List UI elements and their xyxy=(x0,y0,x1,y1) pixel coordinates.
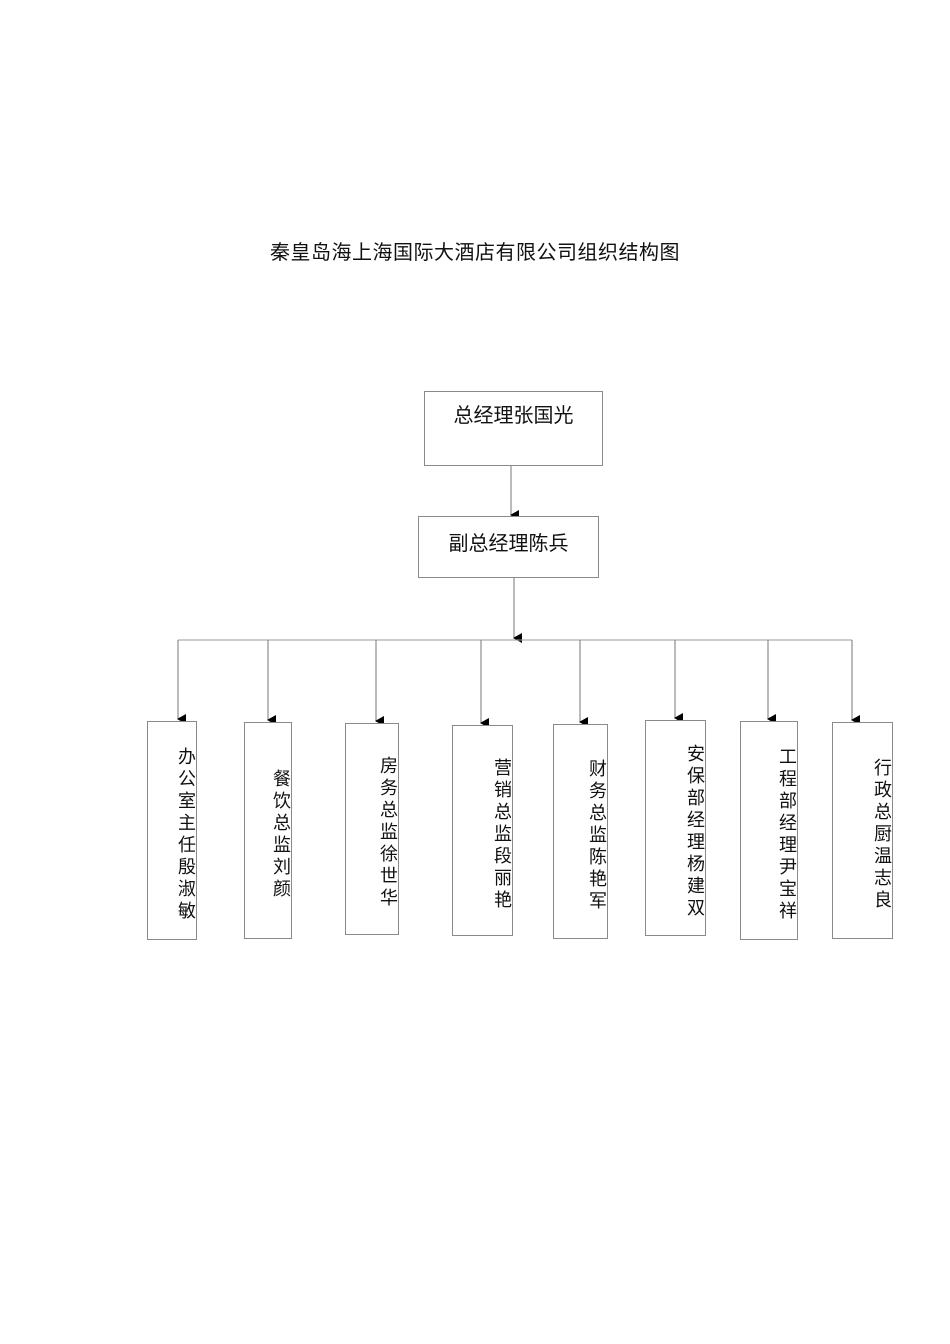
dept-box-finance: 财务总监陈艳军 xyxy=(553,724,608,939)
dept-box-rooms: 房务总监徐世华 xyxy=(345,723,399,935)
dept-label-kitchen: 行政总厨温志良 xyxy=(871,757,892,912)
deputy-gm-label: 副总经理陈兵 xyxy=(448,531,569,555)
dept-label-office: 办公室主任殷淑敏 xyxy=(175,746,196,923)
dept-box-engineering: 工程部经理尹宝祥 xyxy=(740,721,798,940)
gm-label: 总经理张国光 xyxy=(453,403,574,427)
dept-box-office: 办公室主任殷淑敏 xyxy=(147,721,197,940)
dept-label-security: 安保部经理杨建双 xyxy=(684,744,705,920)
chart-title: 秦皇岛海上海国际大酒店有限公司组织结构图 xyxy=(270,240,680,264)
dept-box-catering: 餐饮总监刘颜 xyxy=(244,722,292,939)
dept-label-sales: 营销总监段丽艳 xyxy=(491,757,512,912)
dept-label-finance: 财务总监陈艳军 xyxy=(586,758,607,913)
dept-label-catering: 餐饮总监刘颜 xyxy=(270,768,291,901)
dept-label-engineering: 工程部经理尹宝祥 xyxy=(776,746,797,923)
dept-label-rooms: 房务总监徐世华 xyxy=(377,756,398,910)
gm-box: 总经理张国光 xyxy=(424,391,603,466)
dept-box-kitchen: 行政总厨温志良 xyxy=(832,722,893,939)
deputy-gm-box: 副总经理陈兵 xyxy=(418,516,599,578)
dept-box-sales: 营销总监段丽艳 xyxy=(452,725,513,936)
dept-box-security: 安保部经理杨建双 xyxy=(645,720,706,936)
